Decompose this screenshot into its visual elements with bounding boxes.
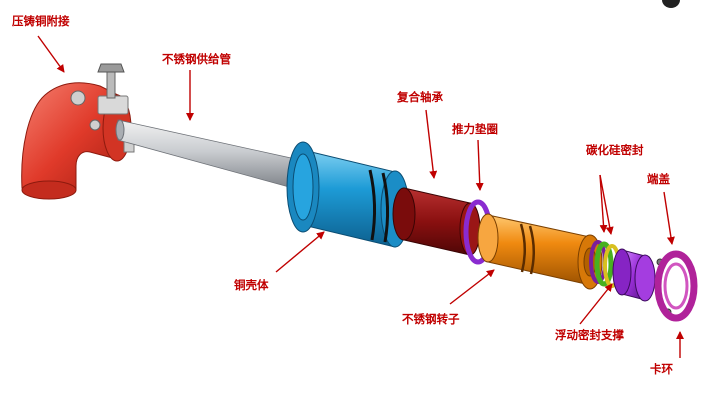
arrow-shell (275, 231, 325, 273)
label-stainless-rotor: 不锈钢转子 (402, 312, 460, 326)
arrow-endcap (663, 191, 675, 245)
label-thrust-washer: 推力垫圈 (452, 122, 498, 136)
stainless-supply-pipe (115, 119, 301, 191)
label-floating-seal-support: 浮动密封支撑 (555, 328, 624, 342)
label-stainless-supply-pipe: 不锈钢供给管 (162, 52, 231, 66)
arrow-support (579, 283, 613, 325)
copper-elbow-fitting (21, 63, 135, 200)
arrow-seal-1 (599, 174, 608, 233)
label-composite-bearing: 复合轴承 (397, 90, 443, 104)
arrow-bearing (425, 109, 438, 179)
corner-logo-fragment (662, 0, 680, 8)
arrow-seal-2 (599, 174, 614, 235)
arrow-rotor (449, 269, 495, 305)
label-snap-ring: 卡环 (650, 362, 673, 376)
arrow-washer (475, 139, 484, 191)
label-pressure-cast-copper-fitting: 压铸铜附接 (12, 14, 70, 28)
copper-shell (286, 141, 410, 248)
leader-arrows (37, 35, 684, 358)
label-silicon-carbide-seal: 碳化硅密封 (586, 143, 644, 157)
arrow-fitting (37, 35, 65, 73)
stainless-rotor (477, 213, 603, 290)
snap-ring (654, 250, 698, 322)
label-end-cap: 端盖 (647, 172, 670, 186)
label-copper-shell: 铜壳体 (234, 278, 269, 292)
